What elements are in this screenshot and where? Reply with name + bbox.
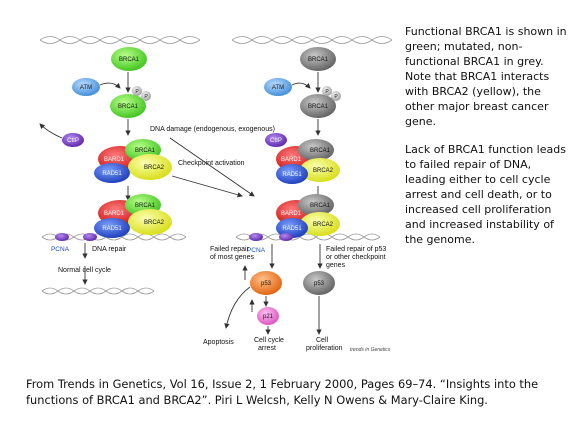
brca1-label: BRCA1 — [135, 148, 156, 154]
brca2-protein — [300, 212, 340, 236]
explanation-paragraph-2: Lack of BRCA1 function leads to failed r… — [405, 143, 566, 246]
svg-text:P: P — [144, 94, 148, 100]
brca2-label: BRCA2 — [144, 220, 165, 226]
brca2-label: BRCA2 — [144, 165, 165, 171]
normal-cycle-label: Normal cell cycle — [58, 267, 111, 274]
brca2-protein — [128, 209, 172, 235]
brca1-label: BRCA1 — [308, 57, 329, 63]
pcna-protein — [279, 233, 293, 241]
dna-repair-label: DNA repair — [92, 246, 127, 253]
atm-protein — [72, 78, 100, 96]
p53-label: p53 — [314, 281, 325, 287]
brca1-label: BRCA1 — [310, 148, 331, 154]
bard1-label: BARD1 — [281, 157, 302, 163]
p53-label: p53 — [261, 281, 272, 287]
pcna-protein — [83, 233, 97, 241]
rad51-protein — [276, 164, 308, 184]
dna-helix-normal — [41, 287, 155, 295]
rad51-protein — [276, 218, 308, 238]
journal-tag: trends in Genetics — [350, 347, 391, 353]
pcna-label: PCNA — [51, 246, 70, 253]
ctip-label: CtIP — [270, 138, 282, 144]
p53-mutated-protein — [303, 271, 335, 295]
p21-label: p21 — [263, 314, 274, 320]
dna-damage-label: DNA damage (endogenous, exogenous) — [150, 126, 275, 133]
brca1-mutated-complex — [298, 194, 334, 216]
brca1-label: BRCA1 — [119, 57, 140, 63]
rad51-label: RAD51 — [282, 226, 302, 232]
brca2-label: BRCA2 — [313, 222, 334, 228]
p53-protein — [250, 271, 282, 295]
svg-text:P: P — [334, 94, 338, 100]
ctip-label: CtIP — [67, 138, 79, 144]
brca1-label: BRCA1 — [310, 203, 331, 209]
brca1-mutated-complex — [298, 139, 334, 161]
brca1-top-left — [111, 47, 147, 71]
brca1-label: BRCA1 — [118, 104, 139, 110]
rad51-label: RAD51 — [102, 171, 122, 177]
bard1-label: BARD1 — [104, 211, 125, 217]
p21-protein — [257, 307, 279, 325]
svg-text:P: P — [135, 89, 139, 95]
brca1-label: BRCA1 — [308, 104, 329, 110]
explanation-text: Functional BRCA1 is shown in green; muta… — [405, 24, 570, 260]
rad51-protein — [94, 163, 130, 183]
pcna-protein — [55, 233, 69, 241]
brca1-phospho-left — [110, 94, 146, 118]
atm-label: ATM — [272, 85, 284, 91]
brca2-protein — [128, 154, 172, 180]
apoptosis-label: Apoptosis — [203, 339, 234, 346]
bard1-label: BARD1 — [281, 211, 302, 217]
brca1-mutated-phospho — [300, 94, 336, 118]
bard1-label: BARD1 — [104, 157, 125, 163]
rad51-label: RAD51 — [102, 226, 122, 232]
brca1-label: BRCA1 — [135, 203, 156, 209]
checkpoint-label: Checkpoint activation — [178, 160, 245, 167]
svg-text:P: P — [325, 89, 329, 95]
pcna-protein — [249, 233, 263, 241]
dna-helix-top-right — [231, 36, 393, 44]
phosphate-icon — [132, 86, 142, 96]
phosphate-icon — [331, 91, 341, 101]
brca2-label: BRCA2 — [313, 168, 334, 174]
explanation-paragraph-1: Functional BRCA1 is shown in green; muta… — [405, 25, 567, 128]
citation: From Trends in Genetics, Vol 16, Issue 2… — [26, 377, 539, 407]
atm-label: ATM — [80, 85, 92, 91]
rad51-protein — [94, 218, 130, 238]
brca1-mutated-top — [300, 47, 336, 71]
phosphate-icon — [322, 86, 332, 96]
brca2-protein — [300, 158, 340, 182]
atm-protein — [264, 78, 292, 96]
brca1-pathway-diagram: BRCA1 ATM BRCA1 P P CtIP BARD1 BRCA1 BRC… — [39, 36, 393, 353]
ctip-protein — [62, 133, 84, 147]
pcna-label: PCNA — [247, 247, 266, 254]
rad51-label: RAD51 — [282, 172, 302, 178]
phosphate-icon — [141, 91, 151, 101]
dna-helix-top-left — [39, 36, 201, 44]
ctip-protein — [265, 133, 287, 147]
